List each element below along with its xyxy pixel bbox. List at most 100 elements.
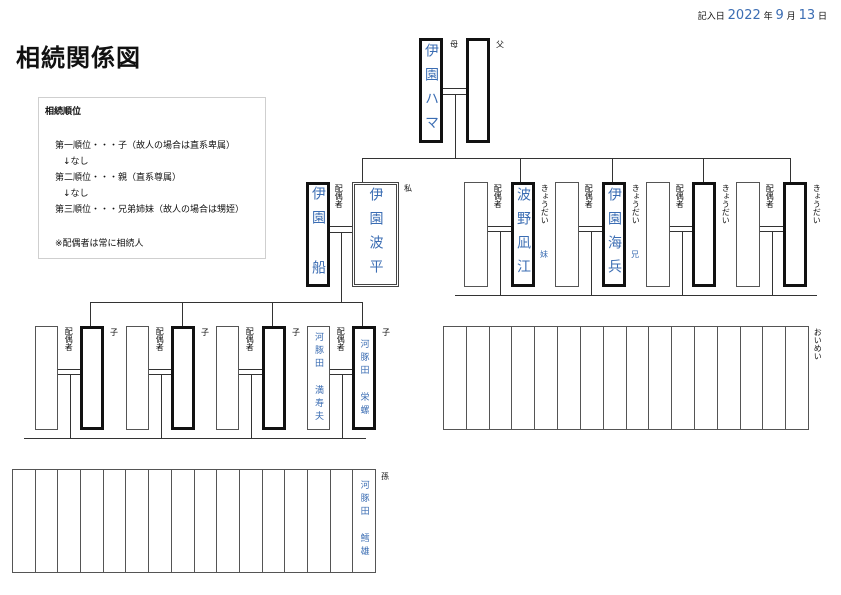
spouse-label: 配偶者 (584, 184, 594, 208)
grandchild-cell[interactable] (36, 470, 59, 572)
child-spouse-box[interactable] (216, 326, 239, 430)
connector (182, 302, 183, 326)
sibling-box[interactable]: 波野凪江 (511, 182, 535, 287)
niece-nephew-cell[interactable] (604, 327, 627, 429)
sibling-label: きょうだい (812, 184, 822, 224)
connector (90, 302, 91, 326)
date-year-unit: 年 (763, 12, 773, 22)
spouse-box[interactable]: 伊園 船 (306, 182, 330, 287)
grandchild-row: 河豚田 鱈雄 (12, 469, 376, 573)
connector (70, 374, 71, 438)
sibling-label: きょうだい (631, 184, 641, 224)
connector (362, 302, 363, 326)
child-label: 子 (292, 328, 300, 337)
niece-nephew-cell[interactable] (763, 327, 787, 429)
sibling-label: きょうだい (721, 184, 731, 224)
connector (455, 94, 456, 158)
niece-nephew-cell[interactable] (444, 327, 467, 429)
order-line: ※配偶者は常に相続人 (55, 239, 144, 249)
date-year[interactable]: 2022 (727, 8, 761, 23)
sibling-spouse-box[interactable] (555, 182, 579, 287)
grandchild-cell[interactable] (81, 470, 104, 572)
connector (341, 232, 342, 302)
date-day[interactable]: 13 (798, 8, 816, 23)
connector (272, 302, 273, 326)
spouse-label: 配偶者 (675, 184, 685, 208)
page-title: 相続関係図 (16, 44, 141, 72)
grandchild-cell[interactable] (263, 470, 286, 572)
connector (670, 226, 694, 227)
grandchild-cell[interactable]: 河豚田 鱈雄 (358, 480, 369, 559)
date-day-unit: 日 (817, 12, 827, 22)
order-line: 第三順位・・・兄弟姉妹（故人の場合は甥姪） (55, 205, 245, 215)
connector (251, 374, 252, 438)
connector (772, 231, 773, 295)
child-box[interactable] (171, 326, 195, 430)
grandchild-cell[interactable] (240, 470, 263, 572)
niece-nephew-cell[interactable] (627, 327, 650, 429)
connector (488, 226, 512, 227)
connector (161, 374, 162, 438)
grandchild-cell[interactable] (149, 470, 172, 572)
sibling-label: きょうだい (540, 184, 550, 224)
date-month[interactable]: 9 (775, 8, 784, 23)
grandchild-cell[interactable] (285, 470, 308, 572)
self-label: 私 (404, 184, 412, 193)
inheritance-order-panel: 相続順位 第一順位・・・子（故人の場合は直系卑属） ↓なし 第二順位・・・親（直… (38, 97, 266, 259)
grandchild-cell[interactable] (217, 470, 240, 572)
niece-nephew-cell[interactable] (558, 327, 581, 429)
spouse-label: 配偶者 (334, 184, 344, 208)
order-line: 第二順位・・・親（直系尊属） (55, 173, 182, 183)
niece-nephew-cell[interactable] (741, 327, 764, 429)
niece-nephew-cell[interactable] (490, 327, 513, 429)
niece-nephew-cell[interactable] (581, 327, 604, 429)
sibling-box[interactable] (692, 182, 716, 287)
child-label: 子 (110, 328, 118, 337)
niece-nephew-cell[interactable] (467, 327, 490, 429)
niece-nephew-cell[interactable] (672, 327, 695, 429)
niece-nephew-cell[interactable] (695, 327, 718, 429)
connector (500, 231, 501, 295)
order-heading: 相続順位 (45, 107, 82, 117)
niece-nephew-cell[interactable] (786, 327, 808, 429)
connector (727, 295, 817, 296)
connector (58, 369, 82, 370)
grandchild-cell[interactable] (331, 470, 354, 572)
connector (239, 369, 263, 370)
mother-box[interactable]: 伊園ハマ (419, 38, 443, 143)
niece-nephew-cell[interactable] (649, 327, 673, 429)
grandchild-cell[interactable] (58, 470, 82, 572)
child-spouse-box[interactable] (35, 326, 58, 430)
grandchild-cell[interactable] (13, 470, 36, 572)
connector (90, 302, 362, 303)
connector (703, 158, 704, 182)
grandchild-cell[interactable] (308, 470, 331, 572)
sibling-box[interactable]: 伊園海兵 (602, 182, 626, 287)
connector (455, 295, 545, 296)
child-box[interactable] (80, 326, 104, 430)
niece-nephew-cell[interactable] (512, 327, 536, 429)
sibling-box[interactable] (783, 182, 807, 287)
father-box[interactable] (466, 38, 490, 143)
connector (362, 158, 790, 159)
child-spouse-box[interactable] (126, 326, 149, 430)
child-box[interactable]: 河豚田 栄螺 (352, 326, 376, 430)
spouse-label: 配偶者 (493, 184, 503, 208)
date-label: 記入日 (697, 12, 725, 22)
child-spouse-box[interactable]: 河豚田 満寿夫 (307, 326, 330, 430)
niece-nephew-label: おいめい (813, 328, 823, 360)
connector (545, 295, 635, 296)
sibling-spouse-box[interactable] (736, 182, 760, 287)
grandchild-cell[interactable] (195, 470, 218, 572)
grandchild-cell[interactable] (104, 470, 127, 572)
order-line: ↓なし (63, 189, 89, 199)
grandchild-cell[interactable] (126, 470, 150, 572)
date-month-unit: 月 (786, 12, 796, 22)
niece-nephew-cell[interactable] (718, 327, 741, 429)
child-box[interactable] (262, 326, 286, 430)
grandchild-cell[interactable] (172, 470, 195, 572)
sibling-spouse-box[interactable] (646, 182, 670, 287)
niece-nephew-cell[interactable] (535, 327, 559, 429)
sibling-spouse-box[interactable] (464, 182, 488, 287)
self-box[interactable]: 伊園波平 (352, 182, 399, 287)
